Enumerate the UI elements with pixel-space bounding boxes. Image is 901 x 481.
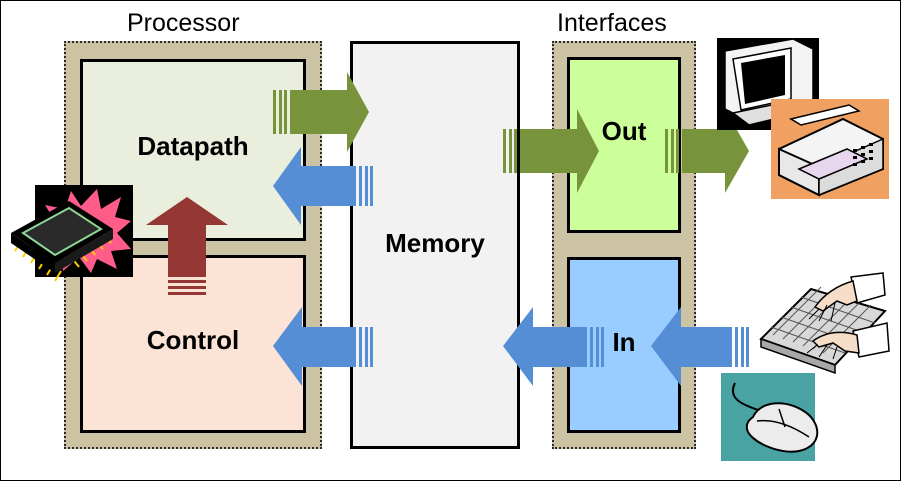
in-label: In [612,326,636,357]
memory-to-datapath-arrow [273,147,373,225]
memory-box: Memory [350,41,520,449]
control-label: Control [146,324,240,355]
datapath-to-memory-arrow [273,72,369,152]
memory-to-control-arrow [273,307,373,386]
cpu-chip-icon [11,185,133,282]
control-to-datapath-arrow [146,197,228,295]
memory-to-out-arrow [503,109,599,193]
keyboard-hands-icon [759,272,890,375]
devices-to-in-arrow [651,307,749,386]
datapath-label: Datapath [137,130,249,161]
mouse-icon [721,373,819,461]
control-box: Control [80,255,306,433]
memory-label: Memory [385,227,485,258]
processor-title: Processor [127,9,240,37]
printer-fax-icon [771,99,889,199]
in-to-memory-arrow [503,307,604,386]
interfaces-title: Interfaces [557,9,667,37]
out-label: Out [601,115,647,146]
